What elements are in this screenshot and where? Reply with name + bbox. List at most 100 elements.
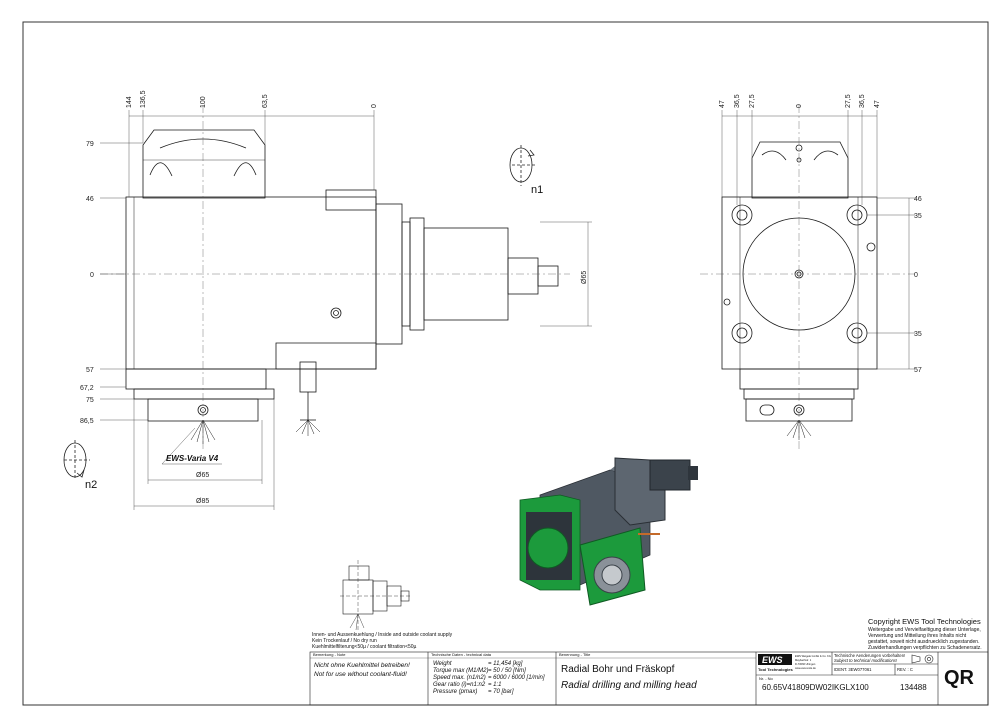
side-dim-100: 100 <box>200 96 207 108</box>
address-line: EWS Weigele GmbH & Co. KG <box>795 654 831 658</box>
tech-row-value: = 50 / 50 [Nm] <box>488 668 526 674</box>
small-reference-view <box>340 560 412 631</box>
coolant-note-2: Kein Trockenlauf / No dry run <box>312 638 377 644</box>
side-flange <box>325 189 377 211</box>
copyright-line-1: Weitergabe und Vervielfaeltigung dieser … <box>868 627 981 633</box>
tech-row-value: = 11,454 [kg] <box>488 661 523 667</box>
front-main-body <box>721 196 878 370</box>
revision: REV. : C <box>897 667 913 672</box>
side-centerlines <box>100 105 570 450</box>
side-dim-86-5: 86,5 <box>80 418 94 425</box>
part-number: 60.65V41809DW02IKGLX100 <box>762 683 869 692</box>
ews-logo: EWS Tool Technologies <box>758 654 794 672</box>
side-dia-bottom-1: Ø65 <box>196 472 209 479</box>
tech-row-value: = 1:1 <box>488 682 502 688</box>
isometric-render <box>519 457 698 606</box>
front-dim-36-5-left: 36,5 <box>734 94 741 108</box>
title-block <box>309 651 989 706</box>
coolant-note-3: Kuehlmittelfilterung<50µ / coolant filtr… <box>312 644 417 650</box>
change-notice-de: Technische Aenderungen vorbehalten! <box>834 653 905 658</box>
tech-row-label: Torque max (M1/M2) <box>433 668 488 674</box>
side-dim-46: 46 <box>86 196 94 203</box>
side-dim-lines <box>100 110 592 510</box>
side-dim-136-5: 136,5 <box>140 90 147 108</box>
front-dim-47-left: 47 <box>719 100 726 108</box>
company-address: EWS Weigele GmbH & Co. KG Maybachstr. 1 … <box>795 654 831 670</box>
front-dim-35-top: 35 <box>914 213 922 220</box>
front-dim-top-labels: 47 36,5 27,5 0 27,5 36,5 47 <box>719 94 881 108</box>
side-dia-body-label: Ø65 <box>581 271 588 284</box>
qr-label: QR <box>944 667 975 689</box>
front-dim-lines <box>721 110 915 370</box>
item-number: 134488 <box>900 683 927 692</box>
remark-header: Bemerkung - Note <box>313 652 346 657</box>
front-dim-36-5-right: 36,5 <box>859 94 866 108</box>
rotation-symbol-n1 <box>509 145 536 186</box>
tech-row-label: Pressure (pmax) <box>433 689 477 695</box>
title-english: Radial drilling and milling head <box>561 680 697 691</box>
copyright-block: Copyright EWS Tool Technologies Weiterga… <box>868 617 982 651</box>
front-dim-27-5-right: 27,5 <box>845 94 852 108</box>
side-dia-bottom-2: Ø85 <box>196 498 209 505</box>
front-bolt-tr <box>846 204 868 226</box>
side-dim-75: 75 <box>86 397 94 404</box>
front-dim-zero: 0 <box>914 272 918 279</box>
front-dim-57: 57 <box>914 367 922 374</box>
side-dim-top-labels: 144 136,5 100 63,5 0 <box>126 90 378 108</box>
side-view <box>125 129 559 444</box>
logo-subtitle: Tool Technologies <box>758 667 794 672</box>
projection-symbol <box>911 654 934 664</box>
part-number-label: Nr. - No <box>759 676 774 681</box>
front-view <box>721 141 878 440</box>
coolant-notes: Innen- und Aussenkuehlung / Inside and o… <box>312 632 453 650</box>
address-line: www.ews-tools.de <box>795 666 816 670</box>
front-centerlines <box>700 105 915 450</box>
rotation-label-n1: n1 <box>531 184 543 196</box>
tech-row-value: = 70 [bar] <box>488 689 514 695</box>
front-bolt-bl <box>731 322 753 344</box>
front-dim-35-bottom: 35 <box>914 331 922 338</box>
front-dim-47-right: 47 <box>874 100 881 108</box>
front-dim-27-5-left: 27,5 <box>749 94 756 108</box>
coolant-note-1: Innen- und Aussenkuehlung / Inside and o… <box>312 632 453 638</box>
change-notice-en: Subject to technical modifications! <box>834 658 898 663</box>
copyright-line-4: Zuwiderhandlungen verpflichten zu Schade… <box>868 645 982 651</box>
front-bolt-br <box>846 322 868 344</box>
copyright-line-2: Verwertung und Mitteilung ihres Inhalts … <box>868 633 967 639</box>
tech-row-label: Speed max. (n1/n2) <box>433 675 486 681</box>
logo-text: EWS <box>762 655 783 665</box>
front-bolt-tl <box>731 204 753 226</box>
tech-row-value: = 6000 / 6000 [1/min] <box>488 675 545 681</box>
side-dim-79: 79 <box>86 141 94 148</box>
side-dim-57: 57 <box>86 367 94 374</box>
sheet-border <box>22 21 989 706</box>
side-dim-144: 144 <box>126 96 133 108</box>
copyright-line-3: gestattet, soweit nicht ausdruecklich zu… <box>868 639 979 645</box>
side-screw-head <box>330 307 342 319</box>
ident-number: IDENT. 3EW077061 <box>834 667 872 672</box>
copyright-title: Copyright EWS Tool Technologies <box>868 617 981 626</box>
side-dim-zero: 0 <box>90 272 94 279</box>
title-german: Radial Bohr und Fräskopf <box>561 664 675 675</box>
front-dim-right-labels: 46 35 0 35 57 <box>914 196 922 374</box>
front-holder-top <box>751 141 849 199</box>
remark-line-2: Not for use without coolant-fluid! <box>314 671 407 678</box>
coolant-label: EWS-Varia V4 <box>166 454 219 463</box>
side-dim-67-2: 67,2 <box>80 385 94 392</box>
rotation-label-n2: n2 <box>85 479 97 491</box>
remark-line-1: Nicht ohne Kuehlmittel betreiben! <box>314 662 410 669</box>
side-holder-top <box>142 129 266 199</box>
side-dim-0: 0 <box>371 104 378 108</box>
side-dim-63-5: 63,5 <box>262 94 269 108</box>
tech-row-label: Weight <box>433 661 452 667</box>
side-dim-left-labels: 79 46 0 57 67,2 75 86,5 <box>80 141 94 425</box>
tech-row-label: Gear ratio (i)=n1:n2 <box>433 682 486 688</box>
address-line: Maybachstr. 1 <box>795 658 812 662</box>
rotation-symbol-n2 <box>63 440 90 480</box>
front-dim-46: 46 <box>914 196 922 203</box>
designation-header: Benennung - Title <box>559 652 591 657</box>
tech-data-table: Weight = 11,454 [kg] Torque max (M1/M2) … <box>433 661 545 695</box>
front-dim-0: 0 <box>796 104 803 108</box>
address-line: D-73066 Uhingen <box>795 662 816 666</box>
